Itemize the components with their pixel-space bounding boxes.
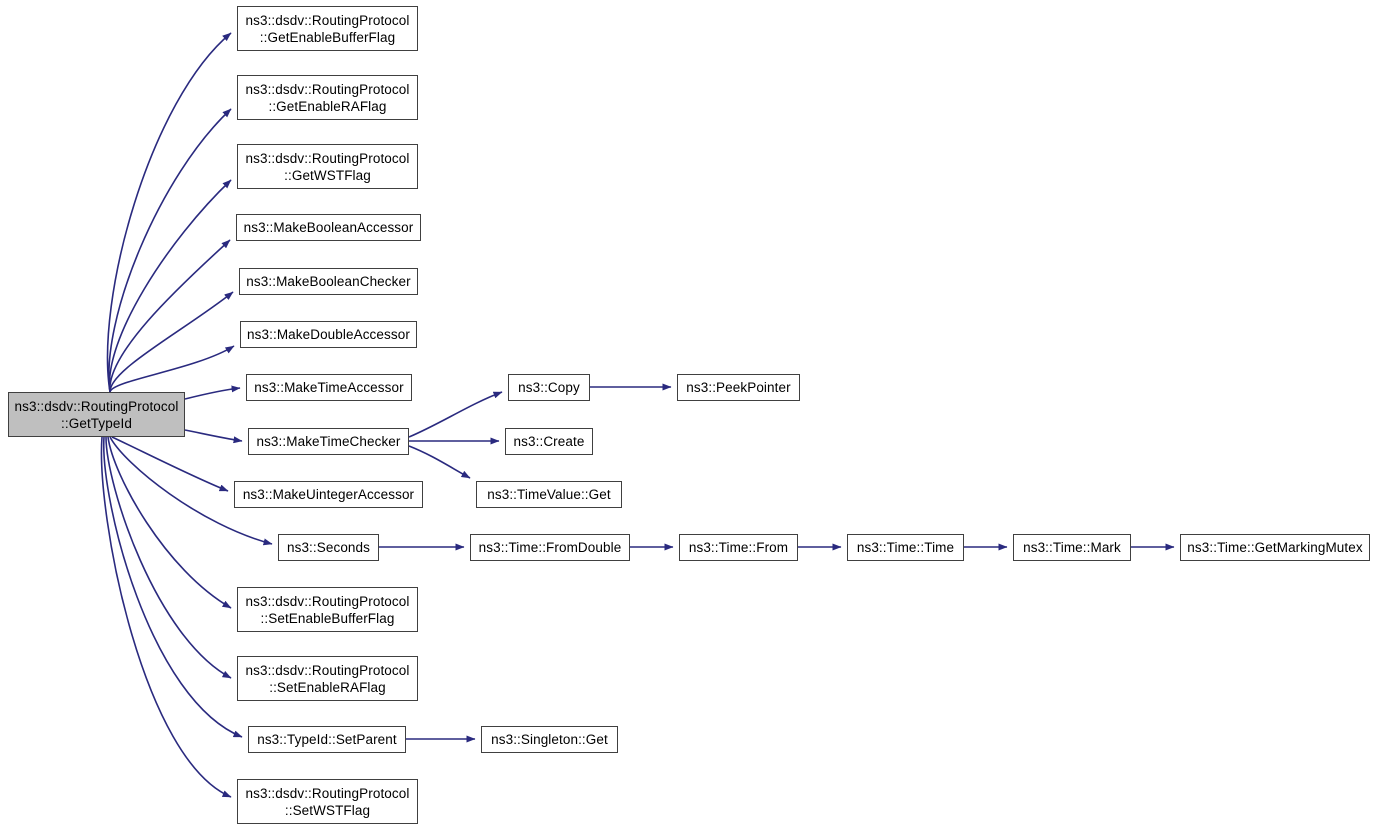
graph-node-copy[interactable]: ns3::Copy <box>508 374 590 401</box>
graph-node-label: ns3::MakeBooleanChecker <box>246 274 411 289</box>
graph-node-get_enable_buffer_flag[interactable]: ns3::dsdv::RoutingProtocol ::GetEnableBu… <box>237 6 418 51</box>
call-edge <box>100 436 232 798</box>
graph-node-label: ns3::MakeUintegerAccessor <box>242 487 415 502</box>
call-edge <box>109 291 234 393</box>
call-edge <box>105 436 232 679</box>
graph-node-type_id_set_parent[interactable]: ns3::TypeId::SetParent <box>248 726 406 753</box>
graph-node-get_enable_ra_flag[interactable]: ns3::dsdv::RoutingProtocol ::GetEnableRA… <box>237 75 418 120</box>
graph-node-time_from_double[interactable]: ns3::Time::FromDouble <box>470 534 630 561</box>
graph-node-label: ns3::PeekPointer <box>686 380 791 395</box>
graph-node-label: ns3::TypeId::SetParent <box>257 732 397 747</box>
call-edge <box>184 429 243 444</box>
graph-node-time_get_marking_mutex[interactable]: ns3::Time::GetMarkingMutex <box>1180 534 1370 561</box>
graph-node-label: ns3::dsdv::RoutingProtocol ::SetWSTFlag <box>245 785 410 818</box>
graph-node-label: ns3::dsdv::RoutingProtocol ::SetEnableRA… <box>245 662 410 695</box>
graph-node-label: ns3::MakeBooleanAccessor <box>243 220 414 235</box>
graph-node-seconds[interactable]: ns3::Seconds <box>278 534 379 561</box>
call-edge <box>109 239 231 393</box>
graph-node-make_time_accessor[interactable]: ns3::MakeTimeAccessor <box>246 374 412 401</box>
graph-node-get_wst_flag[interactable]: ns3::dsdv::RoutingProtocol ::GetWSTFlag <box>237 144 418 189</box>
call-edge <box>103 436 243 738</box>
graph-node-set_enable_ra_flag[interactable]: ns3::dsdv::RoutingProtocol ::SetEnableRA… <box>237 656 418 701</box>
graph-node-label: ns3::dsdv::RoutingProtocol ::GetEnableRA… <box>245 81 410 114</box>
graph-node-make_double_accessor[interactable]: ns3::MakeDoubleAccessor <box>240 321 417 348</box>
call-edge <box>107 436 232 609</box>
graph-node-get_type_id[interactable]: ns3::dsdv::RoutingProtocol ::GetTypeId <box>8 392 185 437</box>
graph-node-create[interactable]: ns3::Create <box>505 428 593 455</box>
graph-node-label: ns3::Create <box>513 434 585 449</box>
graph-node-label: ns3::dsdv::RoutingProtocol ::GetTypeId <box>14 398 179 431</box>
call-edge <box>111 436 229 492</box>
graph-node-label: ns3::dsdv::RoutingProtocol ::SetEnableBu… <box>245 593 410 626</box>
graph-node-time_value_get[interactable]: ns3::TimeValue::Get <box>476 481 622 508</box>
call-edge <box>106 32 232 393</box>
call-edge <box>408 445 471 479</box>
graph-node-time_mark[interactable]: ns3::Time::Mark <box>1013 534 1131 561</box>
graph-node-label: ns3::dsdv::RoutingProtocol ::GetEnableBu… <box>245 12 410 45</box>
graph-node-label: ns3::MakeTimeChecker <box>256 434 401 449</box>
graph-node-set_enable_buffer_flag[interactable]: ns3::dsdv::RoutingProtocol ::SetEnableBu… <box>237 587 418 632</box>
graph-node-make_time_checker[interactable]: ns3::MakeTimeChecker <box>248 428 409 455</box>
graph-node-peek_pointer[interactable]: ns3::PeekPointer <box>677 374 800 401</box>
graph-node-make_boolean_accessor[interactable]: ns3::MakeBooleanAccessor <box>236 214 421 241</box>
graph-node-singleton_get[interactable]: ns3::Singleton::Get <box>481 726 618 753</box>
graph-node-time_from[interactable]: ns3::Time::From <box>679 534 798 561</box>
call-edge <box>108 179 232 393</box>
graph-node-label: ns3::MakeTimeAccessor <box>254 380 404 395</box>
call-edge <box>108 108 232 393</box>
graph-node-label: ns3::MakeDoubleAccessor <box>247 327 410 342</box>
call-edge <box>408 391 503 438</box>
graph-node-label: ns3::Time::From <box>688 540 789 555</box>
call-edge <box>109 345 235 393</box>
graph-node-label: ns3::TimeValue::Get <box>487 487 611 502</box>
graph-node-label: ns3::Time::Mark <box>1023 540 1121 555</box>
graph-node-label: ns3::Seconds <box>286 540 370 555</box>
graph-node-set_wst_flag[interactable]: ns3::dsdv::RoutingProtocol ::SetWSTFlag <box>237 779 418 824</box>
graph-node-label: ns3::Singleton::Get <box>491 732 608 747</box>
graph-node-make_uinteger_accessor[interactable]: ns3::MakeUintegerAccessor <box>234 481 423 508</box>
graph-node-label: ns3::Copy <box>518 380 580 395</box>
graph-node-label: ns3::Time::GetMarkingMutex <box>1187 540 1363 555</box>
graph-node-label: ns3::Time::Time <box>856 540 955 555</box>
graph-node-label: ns3::dsdv::RoutingProtocol ::GetWSTFlag <box>245 150 410 183</box>
call-edge <box>184 385 241 400</box>
graph-node-make_boolean_checker[interactable]: ns3::MakeBooleanChecker <box>239 268 418 295</box>
graph-node-label: ns3::Time::FromDouble <box>478 540 622 555</box>
graph-node-time_time[interactable]: ns3::Time::Time <box>847 534 964 561</box>
